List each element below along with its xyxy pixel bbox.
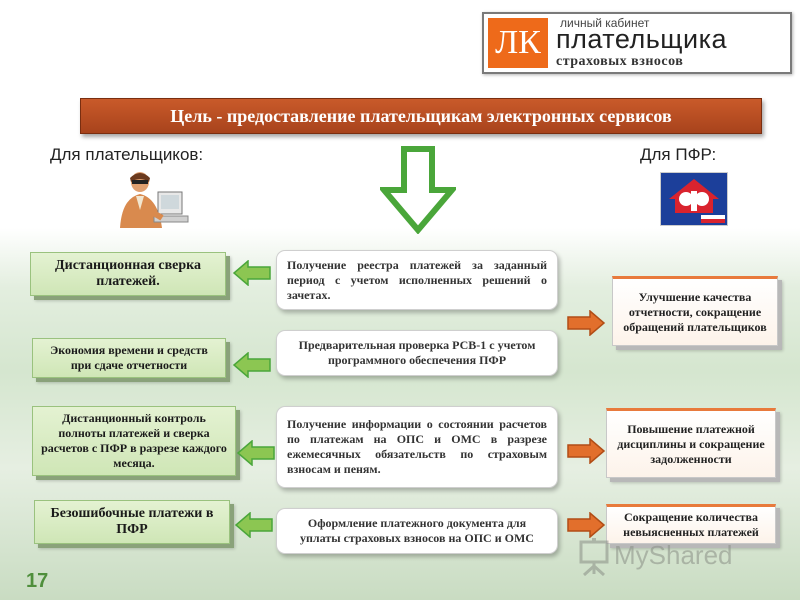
green-arrow-left-icon bbox=[232, 352, 271, 378]
left-item-errorless-payments: Безошибочные платежи в ПФР bbox=[34, 500, 230, 544]
page-number: 17 bbox=[26, 570, 49, 592]
logo-big-text: плательщика bbox=[556, 24, 728, 54]
logo-lk-mark: ЛК bbox=[488, 18, 548, 68]
orange-arrow-right-icon bbox=[567, 310, 606, 336]
left-item-time-savings: Экономия времени и средств при сдаче отч… bbox=[32, 338, 226, 378]
goal-banner: Цель - предоставление плательщикам элект… bbox=[80, 98, 762, 134]
for-payers-heading: Для плательщиков: bbox=[50, 145, 204, 164]
right-item-unidentified-payments: Сокращение количества невыясненных плате… bbox=[606, 504, 776, 544]
down-arrow-icon bbox=[380, 146, 456, 234]
orange-arrow-right-icon bbox=[567, 438, 606, 464]
pfr-logo-icon bbox=[660, 172, 728, 226]
logo-small-text: личный кабинет bbox=[560, 16, 650, 30]
myshared-watermark: MyShared bbox=[574, 536, 774, 578]
right-item-payment-discipline: Повышение платежной дисциплины и сокраще… bbox=[606, 408, 776, 478]
left-item-remote-reconciliation: Дистанционная сверка платежей. bbox=[30, 252, 226, 296]
middle-item-payment-document: Оформление платежного документа для упла… bbox=[276, 508, 558, 554]
watermark-text: MyShared bbox=[614, 540, 733, 570]
logo-sub-text: страховых взносов bbox=[556, 54, 684, 69]
right-item-reporting-quality: Улучшение качества отчетности, сокращени… bbox=[612, 276, 778, 346]
presentation-board-icon bbox=[579, 538, 609, 576]
middle-item-rsv-check: Предварительная проверка РСВ-1 с учетом … bbox=[276, 330, 558, 376]
person-at-computer-icon bbox=[120, 172, 189, 228]
green-arrow-left-icon bbox=[236, 440, 275, 466]
green-arrow-left-icon bbox=[234, 512, 273, 538]
left-item-remote-control: Дистанционный контроль полноты платежей … bbox=[32, 406, 236, 476]
for-pfr-heading: Для ПФР: bbox=[640, 145, 717, 164]
green-arrow-left-icon bbox=[232, 260, 271, 286]
middle-item-settlement-info: Получение информации о состоянии расчето… bbox=[276, 406, 558, 488]
middle-item-payment-registry: Получение реестра платежей за заданный п… bbox=[276, 250, 558, 310]
lk-logo: ЛК личный кабинет плательщика страховых … bbox=[482, 12, 792, 74]
orange-arrow-right-icon bbox=[567, 512, 606, 538]
